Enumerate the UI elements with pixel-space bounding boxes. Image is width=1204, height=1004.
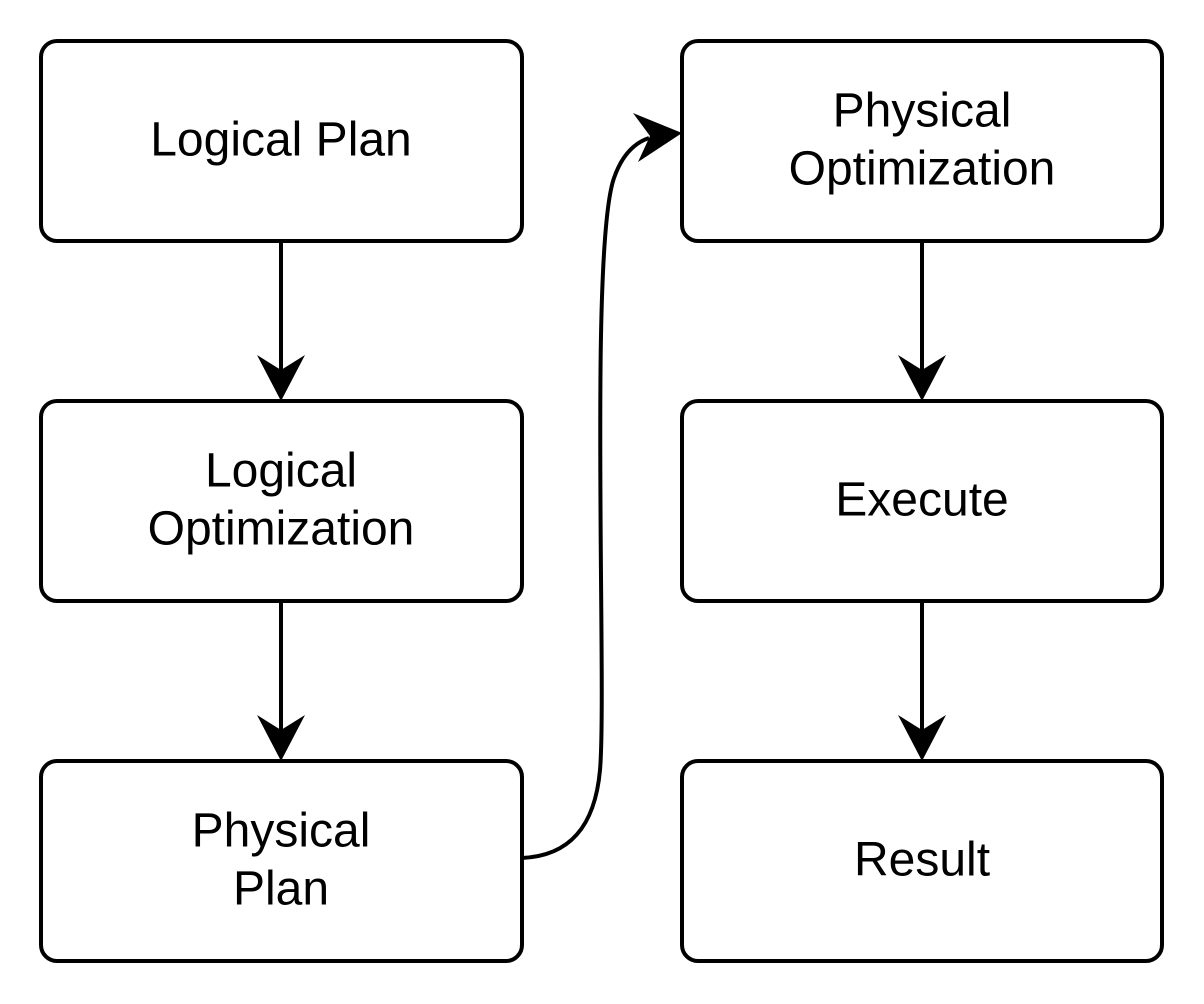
- node-box[interactable]: [39, 759, 524, 963]
- edge-execute-to-result: [898, 601, 946, 761]
- edge-physical-plan-to-physical-optimization: [521, 113, 682, 860]
- node-box[interactable]: [680, 399, 1164, 603]
- arrowhead-icon: [633, 113, 682, 162]
- node-box[interactable]: [39, 39, 524, 243]
- node-physical-optimization[interactable]: Physical Optimization: [680, 39, 1164, 243]
- node-label-line2: Optimization: [148, 503, 415, 556]
- edge-logical-plan-to-logical-optimization: [257, 241, 305, 401]
- node-label: Result: [854, 834, 990, 887]
- edge-curve: [521, 136, 650, 860]
- arrowhead-icon: [257, 715, 305, 761]
- edge-physical-optimization-to-execute: [898, 241, 946, 401]
- node-logical-optimization[interactable]: Logical Optimization: [39, 399, 524, 603]
- node-result[interactable]: Result: [680, 759, 1164, 963]
- node-physical-plan[interactable]: Physical Plan: [39, 759, 524, 963]
- edge-logical-optimization-to-physical-plan: [257, 601, 305, 761]
- node-label-line2: Plan: [233, 863, 329, 916]
- arrowhead-icon: [898, 715, 946, 761]
- arrowhead-icon: [257, 355, 305, 401]
- node-label-line1: Physical: [192, 805, 371, 858]
- arrowhead-icon: [898, 355, 946, 401]
- node-box[interactable]: [39, 399, 524, 603]
- node-label: Execute: [835, 474, 1008, 527]
- node-label-line1: Physical: [833, 85, 1012, 138]
- node-execute[interactable]: Execute: [680, 399, 1164, 603]
- node-label-line1: Logical: [205, 445, 357, 498]
- node-logical-plan[interactable]: Logical Plan: [39, 39, 524, 243]
- node-label: Logical Plan: [150, 114, 412, 167]
- node-box[interactable]: [680, 39, 1164, 243]
- node-box[interactable]: [680, 759, 1164, 963]
- node-label-line2: Optimization: [789, 143, 1056, 196]
